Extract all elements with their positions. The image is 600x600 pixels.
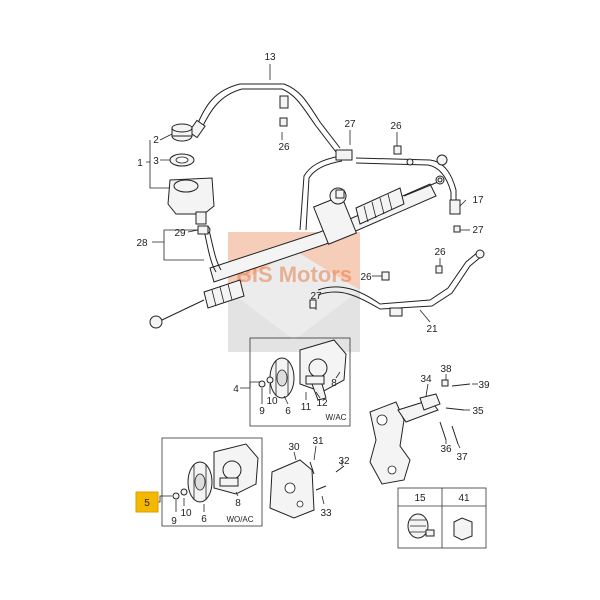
bolt-32 (335, 465, 345, 473)
callout-30: 30 (288, 442, 300, 453)
callout-3: 3 (153, 156, 159, 167)
clip-26-c (435, 265, 443, 274)
callout-26: 26 (360, 272, 372, 283)
callout-11: 11 (301, 402, 312, 413)
callout-38: 38 (440, 364, 452, 375)
callout-labels: 13 26 27 26 2 1 3 17 27 29 28 26 26 27 2… (136, 52, 490, 527)
callout-4: 4 (233, 384, 239, 395)
clip-26-d (381, 271, 390, 281)
pump-pulley-with-ac (269, 357, 295, 399)
callout-21: 21 (426, 324, 438, 335)
power-steering-pump-without-ac (213, 443, 259, 495)
callout-13: 13 (264, 52, 276, 63)
callout-8: 8 (235, 498, 241, 509)
callout-8: 8 (331, 378, 337, 389)
callout-12: 12 (316, 398, 328, 409)
clip-29 (197, 225, 209, 235)
callout-2: 2 (153, 135, 159, 146)
variant-without-ac: WO/AC (226, 515, 253, 524)
washer-9-b (172, 492, 180, 500)
callout-9: 9 (259, 406, 265, 417)
leader-lines (146, 64, 478, 512)
nut-10-b (180, 488, 188, 496)
callout-27: 27 (472, 225, 484, 236)
callout-34: 34 (420, 374, 432, 385)
callout-5-highlight[interactable] (135, 491, 159, 513)
reservoir-cap (171, 123, 193, 142)
callout-1: 1 (137, 158, 143, 169)
callout-5[interactable]: 5 (144, 498, 150, 509)
callout-29: 29 (174, 228, 186, 239)
callout-9: 9 (171, 516, 177, 527)
callout-41: 41 (458, 493, 470, 504)
pressure-pipe-21 (317, 249, 485, 317)
callout-10: 10 (180, 508, 192, 519)
washer-38 (441, 379, 449, 387)
clip-27-b (453, 225, 461, 233)
callout-6: 6 (285, 406, 291, 417)
pump-bracket-30 (269, 459, 315, 519)
callout-33: 33 (320, 508, 332, 519)
bolt-37 (451, 425, 459, 445)
callout-15: 15 (414, 493, 426, 504)
bolt-35 (445, 407, 465, 411)
bolt-39 (451, 383, 471, 387)
callout-17: 17 (472, 195, 484, 206)
callout-32: 32 (338, 456, 350, 467)
callout-26: 26 (278, 142, 290, 153)
part-15-grommet (407, 513, 435, 539)
callout-10: 10 (266, 396, 278, 407)
part-41-clip (453, 517, 473, 541)
mounting-bracket-assembly (369, 393, 441, 485)
bolt-33 (315, 485, 327, 491)
callout-31: 31 (312, 436, 324, 447)
callout-26: 26 (434, 247, 446, 258)
clip-26-b (393, 145, 402, 155)
clip-27-a (335, 189, 345, 199)
pressure-hose-17 (355, 154, 461, 215)
bolt-36 (439, 421, 447, 441)
callout-26: 26 (390, 121, 402, 132)
reservoir-seal (169, 153, 195, 167)
variant-with-ac: W/AC (326, 413, 347, 422)
callout-39: 39 (478, 380, 490, 391)
callout-28: 28 (136, 238, 148, 249)
bolt-31 (309, 461, 315, 475)
callout-37: 37 (456, 452, 468, 463)
steering-gear-rack (149, 175, 445, 329)
power-steering-pump-with-ac (299, 339, 347, 401)
pump-pulley-without-ac (187, 461, 213, 503)
callout-27: 27 (310, 291, 322, 302)
washer-9-a (258, 380, 266, 388)
return-hose-13 (188, 83, 341, 153)
callout-27: 27 (344, 119, 356, 130)
clip-26-a (279, 117, 288, 127)
feed-hose-27 (299, 149, 353, 231)
callout-36: 36 (440, 444, 452, 455)
without-ac-box (161, 437, 263, 527)
callout-6: 6 (201, 514, 207, 525)
nut-10-a (266, 376, 274, 384)
callout-35: 35 (472, 406, 484, 417)
reservoir-tank (167, 177, 215, 225)
